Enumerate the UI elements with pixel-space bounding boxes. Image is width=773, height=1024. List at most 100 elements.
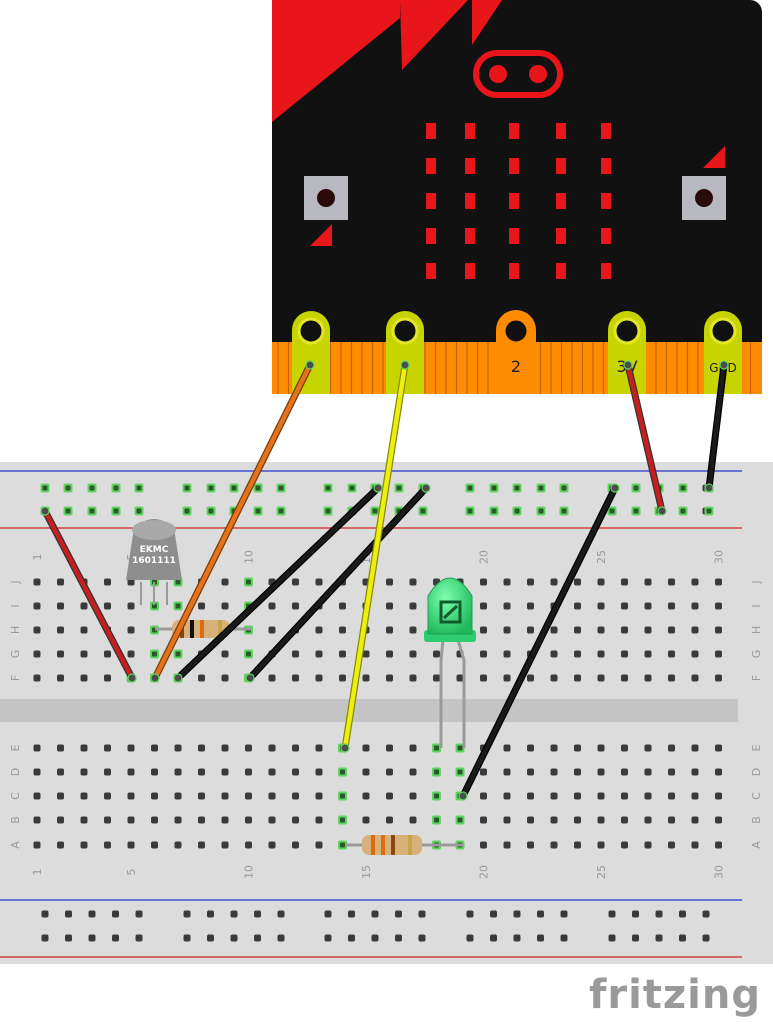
connected-hole-center (491, 508, 497, 514)
breadboard-hole (268, 816, 276, 824)
breadboard-holes (33, 484, 722, 942)
led-matrix-pixel (509, 228, 519, 244)
connected-hole-center (89, 485, 95, 491)
pad-2[interactable]: 2 (496, 310, 536, 394)
breadboard-hole (268, 602, 276, 610)
pad-3v[interactable]: 3V (608, 311, 646, 394)
rail-hole (608, 910, 616, 918)
breadboard-hole (104, 744, 111, 752)
rail-hole (513, 934, 521, 942)
breadboard-hole (151, 768, 158, 776)
breadboard-hole (480, 674, 487, 682)
breadboard-hole (409, 792, 417, 800)
breadboard-hole (127, 626, 135, 634)
breadboard-hole (574, 744, 581, 752)
led-matrix-pixel (601, 228, 611, 244)
breadboard-hole (104, 578, 111, 586)
row-letter: H (9, 626, 22, 634)
breadboard-hole (80, 841, 88, 849)
wire-red-rail-to-sensor[interactable] (41, 507, 136, 682)
microbit-logo-eye-left (489, 65, 507, 83)
rail-hole (41, 934, 49, 942)
breadboard-hole (668, 578, 675, 586)
breadboard-hole (409, 768, 417, 776)
pad-0[interactable] (292, 311, 330, 394)
breadboard-hole (527, 626, 534, 634)
breadboard-hole (386, 816, 393, 824)
breadboard-hole (57, 816, 64, 824)
breadboard-hole (527, 768, 534, 776)
connected-hole-center (325, 485, 331, 491)
breadboard-hole (57, 841, 64, 849)
column-number-bottom: 30 (713, 865, 726, 879)
breadboard-hole (174, 816, 182, 824)
led-matrix-pixel (509, 158, 519, 174)
wire-black-led-to-gnd-rail[interactable] (459, 484, 619, 800)
column-number-bottom: 5 (125, 869, 138, 876)
breadboard-hole (33, 674, 41, 682)
led-matrix-pixel (426, 158, 436, 174)
rail-hole (371, 910, 379, 918)
breadboard-hole (57, 650, 64, 658)
wire-black-resistor-to-gnd-rail[interactable] (246, 484, 430, 682)
breadboard-hole (174, 768, 182, 776)
wire-red-3v-to-power-rail[interactable] (624, 361, 666, 515)
connected-hole-center (208, 508, 214, 514)
fritzing-logo: fritzing (588, 972, 761, 1018)
column-number-top: 30 (713, 550, 726, 564)
rail-hole (632, 910, 639, 918)
rail-hole (537, 934, 544, 942)
green-led (424, 577, 476, 748)
pad-hole (502, 317, 530, 345)
breadboard-hole (80, 816, 88, 824)
breadboard-hole (480, 578, 487, 586)
wire-black-gnd-to-gnd-rail[interactable] (705, 361, 728, 492)
breadboard-hole (597, 768, 605, 776)
pad-1[interactable] (386, 311, 424, 394)
breadboard-hole (715, 674, 722, 682)
breadboard-hole (715, 744, 722, 752)
breadboard-hole (503, 650, 511, 658)
breadboard-hole (221, 768, 229, 776)
connected-hole-center (184, 485, 190, 491)
connected-hole-center (633, 485, 639, 491)
breadboard-hole (550, 578, 558, 586)
breadboard-hole (480, 816, 487, 824)
led-matrix-pixel (465, 228, 475, 244)
breadboard-hole (57, 626, 64, 634)
pad-label: 2 (511, 357, 521, 376)
breadboard-hole (621, 650, 628, 658)
breadboard-hole (198, 674, 205, 682)
column-number-bottom: 1 (31, 869, 44, 876)
rail-hole (112, 934, 119, 942)
wire-end (245, 673, 255, 683)
column-number-bottom: 25 (595, 865, 608, 879)
rail-hole (88, 910, 96, 918)
breadboard-hole (268, 674, 276, 682)
connected-hole-center (372, 508, 378, 514)
connected-hole-center (152, 651, 157, 657)
breadboard-hole (315, 768, 323, 776)
wire-orange-pin0-to-sensor[interactable] (151, 361, 314, 682)
breadboard-hole (221, 841, 229, 849)
breadboard-hole (574, 792, 581, 800)
breadboard-hole (33, 626, 41, 634)
led-matrix-pixel (601, 193, 611, 209)
breadboard-hole (574, 674, 581, 682)
breadboard-hole (339, 602, 346, 610)
button-b-arrow-icon (703, 146, 725, 168)
breadboard-hole (33, 602, 41, 610)
breadboard-hole (198, 792, 205, 800)
rail-hole (490, 910, 497, 918)
breadboard-hole (644, 578, 652, 586)
breadboard-hole (433, 650, 440, 658)
resistor-top-band-2 (190, 620, 194, 638)
breadboard-hole (574, 578, 581, 586)
wire-yellow-pin1-to-resistor[interactable] (341, 361, 409, 752)
wire-black-sensor-to-gnd-rail[interactable] (174, 484, 382, 682)
rail-hole (466, 934, 474, 942)
breadboard-hole (80, 650, 88, 658)
connected-hole-center (175, 579, 181, 585)
breadboard-hole (268, 768, 276, 776)
